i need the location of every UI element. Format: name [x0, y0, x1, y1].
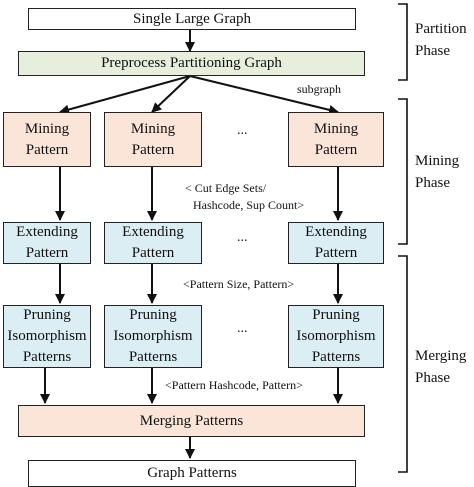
pruning-isomorphism-node-1: Pruning Isomorphism Patterns [3, 305, 91, 368]
merging-phase-line-2: Phase [415, 370, 450, 386]
pruning-label-line-3: Patterns [22, 349, 72, 365]
mining-label-line-1: Mining [130, 120, 176, 137]
merging-phase-label: Merging Phase [415, 345, 466, 389]
merging-patterns-label: Merging Patterns [139, 412, 244, 429]
extending-pattern-node-3: Extending Pattern [288, 222, 384, 264]
single-large-graph-node: Single Large Graph [28, 8, 356, 30]
edge-label-pattern-size: <Pattern Size, Pattern> [183, 277, 295, 291]
extending-label-line-1: Extending [122, 224, 184, 240]
mining-pattern-node-3: Mining Pattern [288, 112, 384, 167]
extending-pattern-node-1: Extending Pattern [3, 222, 91, 264]
partition-phase-label: Partition Phase [415, 18, 467, 62]
mining-label-line-2: Pattern [25, 141, 69, 158]
graph-patterns-label: Graph Patterns [147, 465, 237, 481]
ellipsis-pruning-row: ... [237, 321, 248, 336]
edge-label-subgraph: subgraph [297, 82, 341, 96]
extending-label-line-1: Extending [16, 224, 78, 240]
mining-label-line-2: Pattern [131, 141, 175, 158]
preprocess-label: Preprocess Partitioning Graph [101, 55, 282, 71]
mining-phase-label: Mining Phase [415, 150, 459, 194]
pruning-label-line-1: Pruning [23, 307, 71, 323]
ellipsis-extending-row: ... [237, 230, 248, 245]
extending-label-line-1: Extending [305, 224, 367, 240]
mining-phase-line-1: Mining [415, 153, 460, 169]
arrow-preprocess-to-mining-1 [59, 75, 191, 115]
mining-pattern-node-1: Mining Pattern [3, 112, 91, 167]
mining-label-line-2: Pattern [314, 141, 358, 158]
arrow-preprocess-to-mining-3 [189, 75, 339, 115]
preprocess-partitioning-graph-node: Preprocess Partitioning Graph [18, 51, 365, 76]
partition-phase-line-1: Partition [415, 21, 467, 37]
pruning-label-line-2: Isomorphism [296, 328, 376, 344]
pruning-label-line-2: Isomorphism [7, 328, 87, 344]
mining-pattern-node-2: Mining Pattern [104, 112, 202, 167]
arrow-preprocess-to-mining-2 [151, 75, 191, 113]
mining-phase-line-2: Phase [415, 175, 450, 191]
bracket-mining-phase [398, 98, 408, 245]
mining-label-line-1: Mining [313, 120, 359, 137]
mining-label-line-1: Mining [24, 120, 70, 137]
pruning-label-line-1: Pruning [129, 307, 177, 323]
graph-patterns-node: Graph Patterns [28, 460, 356, 487]
pruning-isomorphism-node-2: Pruning Isomorphism Patterns [104, 305, 202, 368]
single-large-graph-label: Single Large Graph [132, 10, 252, 27]
partition-phase-line-2: Phase [415, 43, 450, 59]
bracket-partition-phase [398, 3, 408, 81]
edge-label-pattern-hashcode: <Pattern Hashcode, Pattern> [165, 378, 303, 392]
extending-label-line-2: Pattern [25, 245, 69, 261]
pruning-label-line-3: Patterns [311, 349, 361, 365]
edge-label-cut-edge-sets: < Cut Edge Sets/ [185, 181, 267, 195]
edge-label-hashcode-sup-count: Hashcode, Sup Count> [193, 198, 305, 212]
extending-pattern-node-2: Extending Pattern [104, 222, 202, 264]
ellipsis-mining-row: ... [237, 123, 248, 138]
pruning-isomorphism-node-3: Pruning Isomorphism Patterns [288, 305, 384, 368]
extending-label-line-2: Pattern [131, 245, 175, 261]
merging-patterns-node: Merging Patterns [18, 405, 365, 437]
pruning-label-line-1: Pruning [312, 307, 360, 323]
pruning-label-line-3: Patterns [128, 349, 178, 365]
merging-phase-line-1: Merging [415, 348, 467, 364]
bracket-merging-phase [398, 255, 408, 473]
pruning-label-line-2: Isomorphism [113, 328, 193, 344]
extending-label-line-2: Pattern [314, 245, 358, 261]
